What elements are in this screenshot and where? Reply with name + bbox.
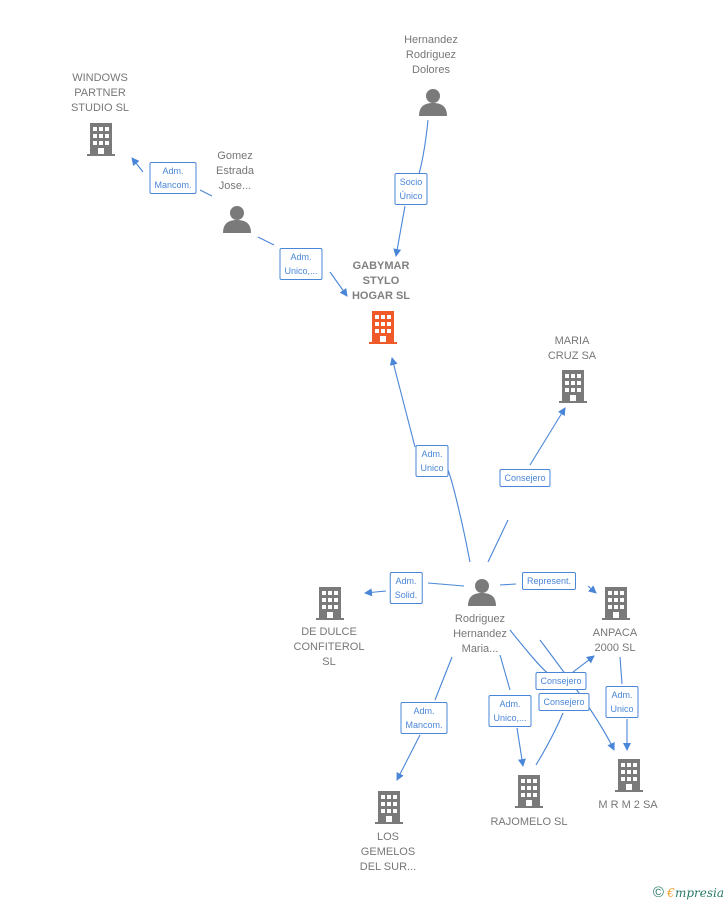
node-label-mariacruz[interactable]: MARIA CRUZ SA: [547, 335, 597, 362]
edge-label-socio-unico[interactable]: Socio Único: [394, 173, 428, 205]
node-label-rajomelo[interactable]: RAJOMELO SL: [490, 816, 568, 828]
building-icon-gabymar: [369, 311, 397, 344]
edge-rodriguez-rajomelo: [499, 654, 523, 766]
building-icon-mrm2: [615, 759, 643, 792]
node-label-rodriguez[interactable]: Rodriguez Hernandez Maria...: [453, 613, 507, 655]
edge-label-adm-unico-3[interactable]: Adm. Unico: [605, 686, 639, 718]
edge-gomez-windows: [132, 158, 213, 197]
edge-rodriguez-mariacruz: [487, 408, 565, 563]
node-label-gabymar[interactable]: GABYMAR STYLO HOGAR SL: [351, 260, 411, 302]
node-label-windows[interactable]: WINDOWS PARTNER STUDIO SL: [70, 72, 130, 114]
edge-label-adm-unico[interactable]: Adm. Unico,...: [279, 248, 323, 280]
edge-label-adm-mancom[interactable]: Adm. Mancom.: [149, 162, 197, 194]
edge-label-adm-mancom-2[interactable]: Adm. Mancom.: [400, 702, 448, 734]
edge-label-adm-unico-2[interactable]: Adm. Unico: [415, 445, 449, 477]
edge-label-adm-solid[interactable]: Adm. Solid.: [389, 572, 423, 604]
edge-label-consejero-2[interactable]: Consejero: [535, 672, 587, 690]
edge-rodriguez-gemelos: [397, 656, 453, 780]
node-label-gemelos[interactable]: LOS GEMELOS DEL SUR...: [359, 831, 417, 873]
node-label-dedulce[interactable]: DE DULCE CONFITEROL SL: [293, 626, 365, 668]
brand-e: €: [667, 886, 675, 900]
edge-label-represent[interactable]: Represent.: [521, 572, 577, 590]
building-icon-anpaca: [602, 587, 630, 620]
copyright-icon: ©: [652, 884, 664, 901]
node-label-hernandez[interactable]: Hernandez Rodriguez Dolores: [404, 34, 458, 76]
edge-rodriguez-gabymar: [392, 358, 471, 563]
person-icon-gomez: [223, 206, 251, 233]
edge-rodriguez-dedulce: [365, 582, 465, 593]
edge-label-consejero-3[interactable]: Consejero: [538, 693, 590, 711]
building-icon-windows: [87, 123, 115, 156]
node-label-mrm2[interactable]: M R M 2 SA: [598, 799, 658, 811]
building-icon-gemelos: [375, 791, 403, 824]
node-label-anpaca[interactable]: ANPACA 2000 SL: [592, 627, 638, 654]
person-icon-hernandez: [419, 89, 447, 116]
edge-label-consejero[interactable]: Consejero: [499, 469, 551, 487]
building-icon-mariacruz: [559, 370, 587, 403]
edge-rodriguez-anpaca: [499, 583, 596, 593]
brand-logo: © €mpresia: [653, 884, 724, 901]
person-icon-rodriguez: [468, 579, 496, 606]
edge-label-adm-unico-4[interactable]: Adm. Unico,...: [488, 695, 532, 727]
brand-text: mpresia: [674, 886, 724, 900]
node-label-gomez[interactable]: Gomez Estrada Jose...: [216, 150, 254, 192]
edge-anpaca-mrm2: [620, 656, 627, 750]
building-icon-dedulce: [316, 587, 344, 620]
edge-gomez-gabymar: [257, 236, 347, 296]
building-icon-rajomelo: [515, 775, 543, 808]
